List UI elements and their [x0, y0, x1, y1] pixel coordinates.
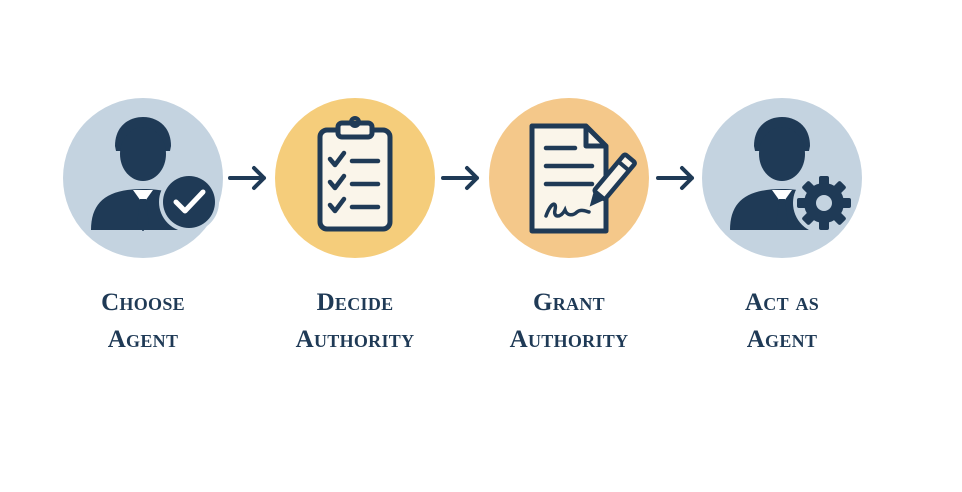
- signed-document-icon: [529, 123, 637, 234]
- agent-check-icon: [91, 117, 219, 232]
- step-label: Decide Authority: [255, 284, 455, 358]
- step-label-line2: Authority: [295, 326, 415, 353]
- arrow-right-icon: [439, 164, 483, 192]
- step-label-line2: Authority: [509, 326, 629, 353]
- arrow-right-icon: [654, 164, 698, 192]
- step-act-as-agent: Act as Agent: [682, 98, 882, 358]
- step-circle: [489, 98, 649, 258]
- step-circle: [275, 98, 435, 258]
- step-decide-authority: Decide Authority: [255, 98, 455, 358]
- step-choose-agent: Choose Agent: [43, 98, 243, 358]
- step-label-line1: Decide: [316, 289, 394, 316]
- step-label-line1: Choose: [101, 289, 185, 316]
- step-grant-authority: Grant Authority: [469, 98, 669, 358]
- step-label-line1: Grant: [533, 289, 605, 316]
- step-label: Grant Authority: [469, 284, 669, 358]
- step-label-line2: Agent: [107, 326, 179, 353]
- step-circle: [702, 98, 862, 258]
- step-circle: [63, 98, 223, 258]
- step-label-line2: Agent: [746, 326, 818, 353]
- agent-gear-icon: [730, 117, 855, 234]
- step-label: Act as Agent: [682, 284, 882, 358]
- clipboard-checklist-icon: [317, 116, 393, 232]
- step-label-line1: Act as: [744, 289, 820, 316]
- step-label: Choose Agent: [43, 284, 243, 358]
- arrow-right-icon: [226, 164, 270, 192]
